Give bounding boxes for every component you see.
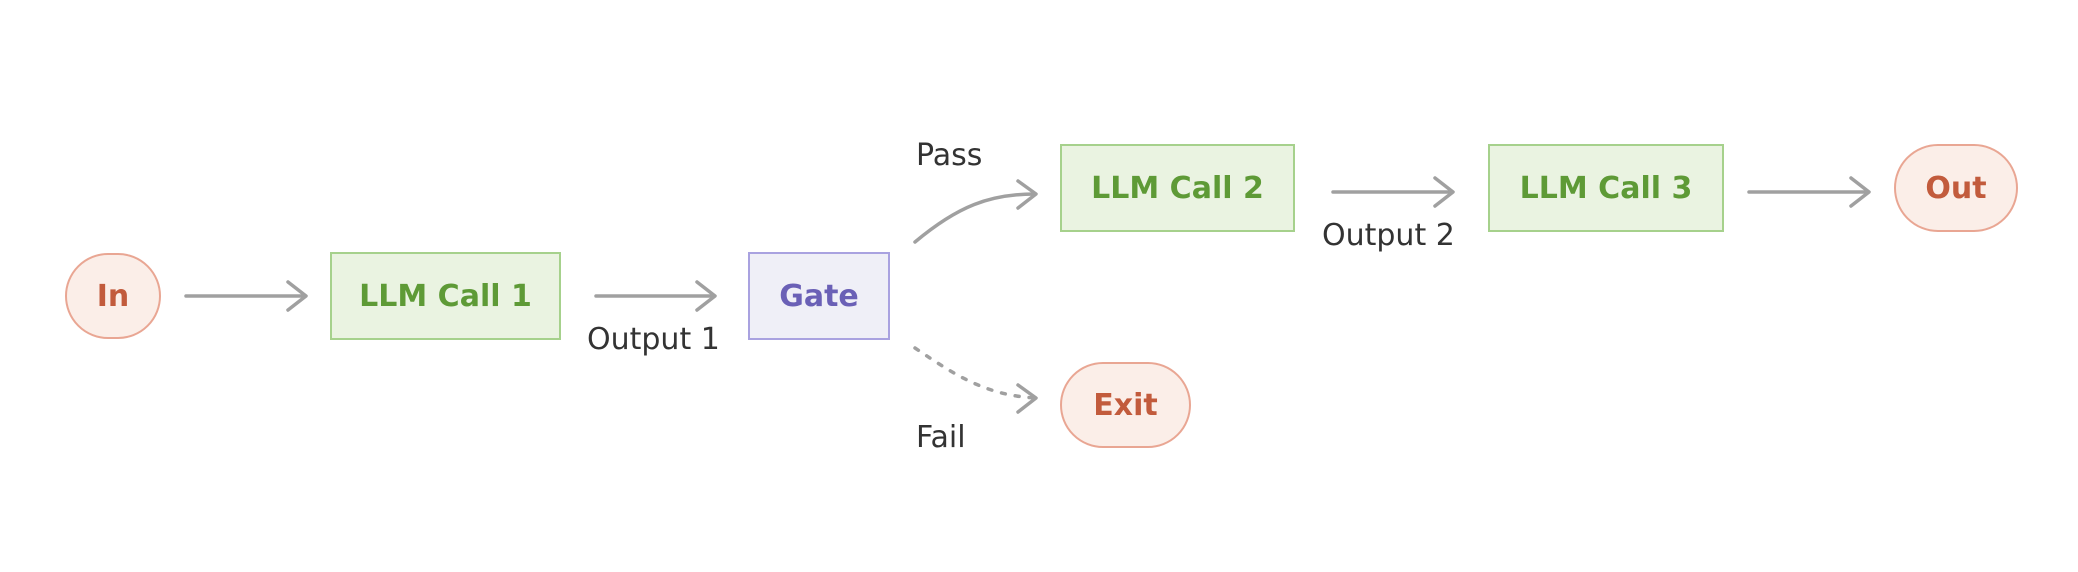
node-llm-call-1: LLM Call 1 [330, 252, 561, 340]
node-out-label: Out [1925, 170, 1987, 206]
node-gate: Gate [748, 252, 890, 340]
arrow-llm3-to-out [1747, 176, 1871, 208]
arrow-gate-to-exit-fail [913, 346, 1038, 414]
node-exit-label: Exit [1093, 387, 1158, 423]
edge-label-output-2: Output 2 [1322, 218, 1455, 253]
node-llm-call-2: LLM Call 2 [1060, 144, 1295, 232]
node-exit: Exit [1060, 362, 1191, 448]
node-llm-call-3: LLM Call 3 [1488, 144, 1724, 232]
node-in: In [65, 253, 161, 339]
edge-label-pass: Pass [916, 138, 983, 173]
arrow-llm1-to-gate [594, 280, 717, 312]
node-llm-call-3-label: LLM Call 3 [1519, 170, 1693, 206]
arrow-llm2-to-llm3 [1331, 176, 1455, 208]
node-in-label: In [96, 278, 130, 314]
arrow-gate-to-llm2-pass [913, 179, 1038, 244]
edge-label-output-1: Output 1 [587, 322, 720, 357]
node-llm-call-1-label: LLM Call 1 [359, 278, 532, 314]
edge-label-fail: Fail [916, 420, 966, 455]
node-llm-call-2-label: LLM Call 2 [1091, 170, 1264, 206]
node-gate-label: Gate [779, 278, 859, 314]
node-out: Out [1894, 144, 2018, 232]
arrow-in-to-llm1 [184, 280, 308, 312]
